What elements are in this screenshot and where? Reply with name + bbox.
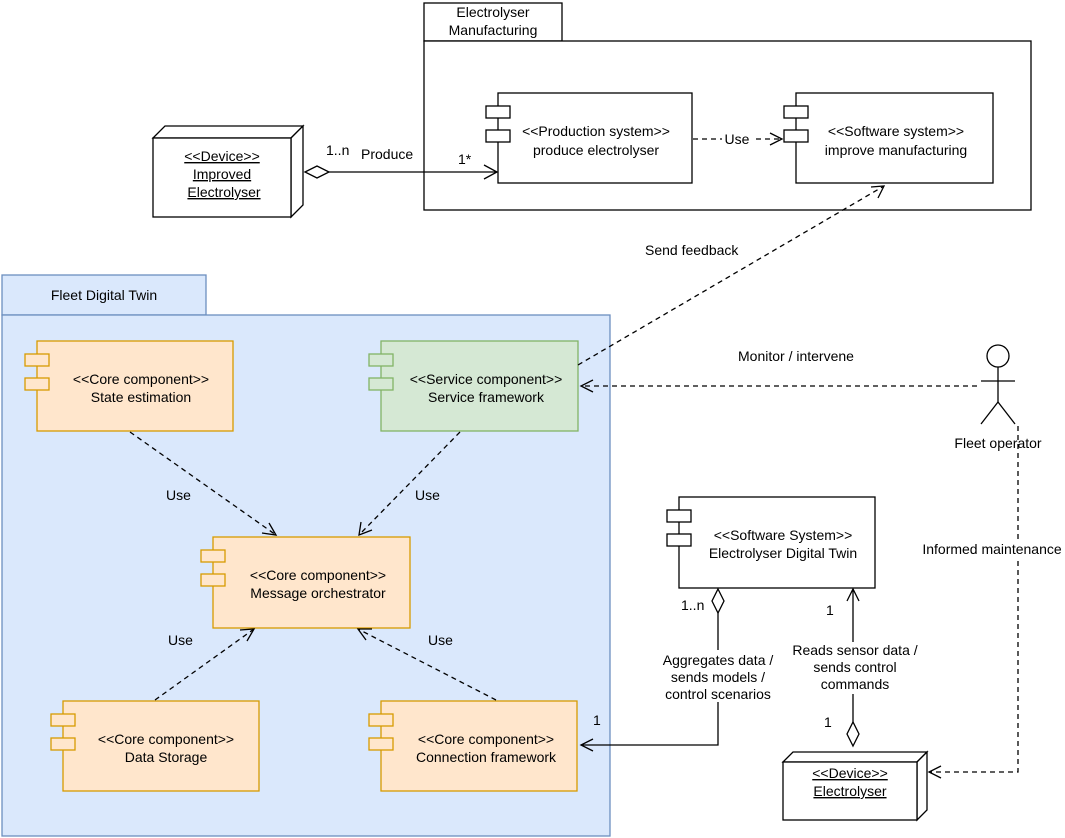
component-icon — [50, 737, 76, 751]
edge-label: Use — [725, 131, 750, 147]
component-icon — [200, 549, 226, 563]
edge-label-line2: sends models / — [671, 669, 765, 685]
device-stereotype: <<Device>> — [812, 765, 888, 781]
component-stereotype: <<Production system>> — [522, 123, 670, 139]
edge-aggregates-data: Aggregates data / sends models / control… — [579, 587, 794, 752]
device-name-line1: Improved — [193, 166, 251, 182]
device-electrolyser[interactable]: <<Device>> Electrolyser — [781, 750, 929, 822]
component-name: produce electrolyser — [533, 142, 659, 158]
edge-label: Monitor / intervene — [738, 348, 854, 364]
device-stereotype: <<Device>> — [184, 148, 260, 164]
mult-source: 1..n — [681, 597, 704, 613]
edge-label-line1: Aggregates data / — [663, 652, 774, 668]
edge-produce: 1..n Produce 1* — [303, 142, 499, 180]
mult-source: 1 — [824, 714, 832, 730]
component-data-storage[interactable]: <<Core component>> Data Storage — [50, 700, 260, 792]
edge-label: Send feedback — [645, 242, 739, 258]
component-name: State estimation — [91, 389, 191, 405]
mult-source: 1..n — [326, 142, 349, 158]
component-message-orchestrator[interactable]: <<Core component>> Message orchestrator — [200, 536, 411, 629]
component-name: Service framework — [428, 389, 545, 405]
component-icon — [666, 533, 692, 547]
edge-use-storage: Use — [154, 628, 256, 701]
edge-label: Use — [415, 487, 440, 503]
mult-target: 1 — [593, 712, 601, 728]
component-icon — [485, 105, 511, 119]
component-stereotype: <<Core component>> — [98, 731, 234, 747]
device-name-line2: Electrolyser — [187, 184, 260, 200]
component-icon — [368, 713, 394, 727]
component-icon — [783, 129, 809, 143]
component-name: Electrolyser Digital Twin — [709, 545, 857, 561]
edge-reads-sensor-data: Reads sensor data / sends control comman… — [786, 587, 922, 748]
component-electrolyser-digital-twin[interactable]: <<Software System>> Electrolyser Digital… — [666, 496, 876, 589]
component-icon — [368, 737, 394, 751]
edge-use-service: Use — [358, 431, 461, 537]
edge-label: Use — [428, 632, 453, 648]
component-icon — [200, 573, 226, 587]
edge-informed-maintenance: Informed maintenance — [921, 426, 1062, 779]
component-software-system[interactable]: <<Software system>> improve manufacturin… — [783, 92, 994, 184]
edge-use-state: Use — [129, 431, 278, 536]
component-icon — [368, 353, 394, 367]
component-name: Connection framework — [416, 749, 557, 765]
edge-label: Informed maintenance — [922, 541, 1062, 557]
component-service-framework[interactable]: <<Service component>> Service framework — [368, 340, 579, 432]
package-title: Fleet Digital Twin — [51, 287, 157, 303]
package-title-line1: Electrolyser — [456, 4, 529, 20]
component-icon — [50, 713, 76, 727]
component-icon — [24, 377, 50, 391]
component-stereotype: <<Core component>> — [418, 731, 554, 747]
edge-label: Use — [168, 632, 193, 648]
component-stereotype: <<Core component>> — [73, 371, 209, 387]
component-name: Data Storage — [125, 749, 208, 765]
edge-use-connection: Use — [356, 628, 497, 701]
component-stereotype: <<Software system>> — [828, 123, 964, 139]
component-icon — [485, 129, 511, 143]
component-icon — [368, 377, 394, 391]
edge-label: Use — [166, 487, 191, 503]
device-name: Electrolyser — [813, 783, 886, 799]
component-icon — [666, 509, 692, 523]
edge-use-manufacturing: Use — [693, 130, 784, 148]
device-improved-electrolyser[interactable]: <<Device>> Improved Electrolyser — [151, 124, 305, 219]
component-state-estimation[interactable]: <<Core component>> State estimation — [24, 340, 234, 432]
component-icon — [783, 105, 809, 119]
component-icon — [24, 353, 50, 367]
component-production-system[interactable]: <<Production system>> produce electrolys… — [485, 92, 693, 184]
edge-label-line3: commands — [821, 676, 889, 692]
component-connection-framework[interactable]: <<Core component>> Connection framework — [368, 700, 578, 792]
actor-name: Fleet operator — [954, 435, 1041, 451]
edge-label: Produce — [361, 146, 413, 162]
mult-target: 1* — [458, 151, 472, 167]
actor-head — [986, 344, 1010, 368]
component-name: improve manufacturing — [825, 142, 967, 158]
edge-send-feedback: Send feedback — [577, 185, 886, 366]
component-name: Message orchestrator — [250, 585, 386, 601]
edge-label-line1: Reads sensor data / — [792, 642, 917, 658]
edge-monitor-intervene: Monitor / intervene — [579, 348, 977, 393]
mult-target: 1 — [826, 602, 834, 618]
component-stereotype: <<Software System>> — [714, 527, 853, 543]
edge-label-line2: sends control — [813, 659, 896, 675]
actor-fleet-operator[interactable]: Fleet operator — [954, 344, 1042, 451]
package-title-line2: Manufacturing — [449, 22, 538, 38]
component-stereotype: <<Core component>> — [250, 567, 386, 583]
edge-label-line3: control scenarios — [665, 686, 771, 702]
component-stereotype: <<Service component>> — [410, 371, 563, 387]
